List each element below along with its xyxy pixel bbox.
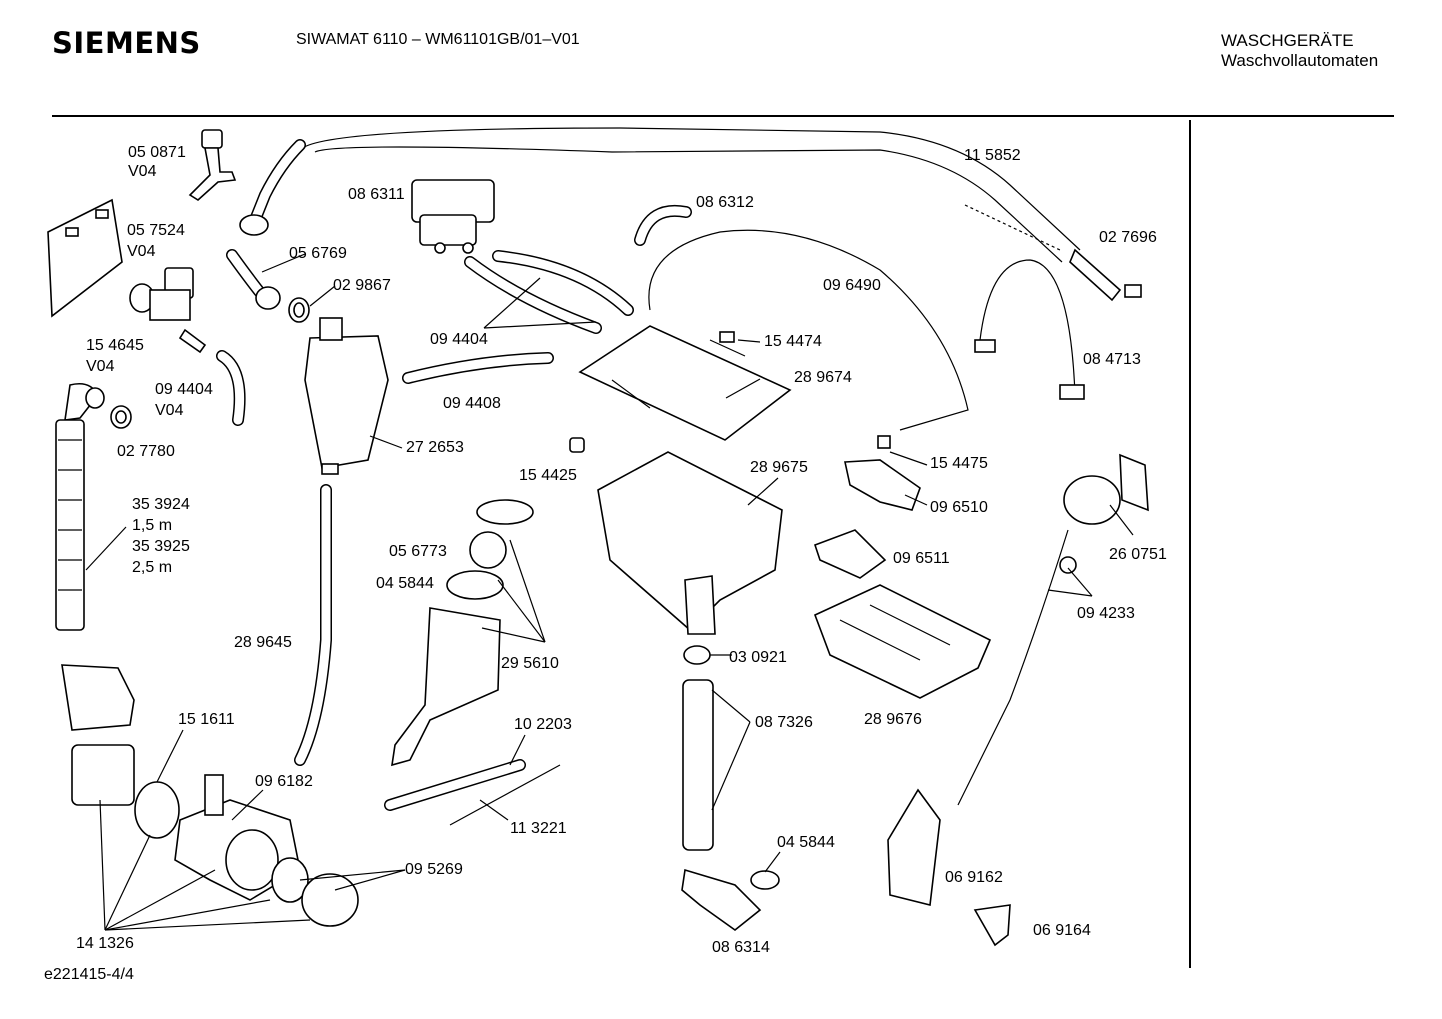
detergent-drawer-drawing — [813, 584, 992, 699]
label-154474: 15 4474 — [764, 333, 822, 350]
label-086311: 08 6311 — [348, 186, 405, 203]
label-094408: 09 4408 — [443, 395, 501, 412]
label-056773: 05 6773 — [389, 543, 447, 560]
water-valve-drawing — [411, 179, 495, 254]
label-096511: 09 6511 — [893, 550, 950, 567]
part-drawings — [47, 127, 1149, 947]
label-096510: 09 6510 — [930, 499, 988, 516]
solenoid-valve-drawing — [129, 267, 207, 354]
part-labels: 05 0871 V04 05 7524 V04 15 4645 V04 05 6… — [76, 144, 1167, 956]
inlet-hose-drawing — [239, 127, 1081, 263]
sensor-113221-drawing — [449, 764, 561, 826]
label-030921: 03 0921 — [729, 649, 787, 666]
label-027780: 02 7780 — [117, 443, 175, 460]
label-094233: 09 4233 — [1077, 605, 1135, 622]
tube-087326-drawing — [682, 679, 714, 851]
fitting-154425-drawing — [569, 437, 585, 453]
label-272653: 27 2653 — [406, 439, 464, 456]
label-084713: 08 4713 — [1083, 351, 1141, 368]
label-289645: 28 9645 — [234, 634, 292, 651]
label-069164: 06 9164 — [1033, 922, 1091, 939]
cover-plate-drawing — [47, 198, 123, 318]
drawer-housing-drawing — [597, 451, 783, 635]
seal-295610-drawing — [476, 499, 534, 525]
label-095269: 09 5269 — [405, 861, 463, 878]
label-289675: 28 9675 — [750, 459, 808, 476]
label-353924-length: 1,5 m — [132, 517, 172, 534]
bellows-086314-drawing — [681, 868, 762, 932]
label-353925: 35 3925 — [132, 538, 190, 555]
subcategory-title: Waschvollautomaten — [1221, 51, 1379, 70]
label-045844-top: 04 5844 — [376, 575, 434, 592]
label-154425: 15 4425 — [519, 467, 577, 484]
label-353925-length: 2,5 m — [132, 559, 172, 576]
ring-030921-drawing — [683, 645, 711, 665]
label-115852: 11 5852 — [964, 147, 1021, 164]
label-094404-left: 09 4404 — [155, 381, 213, 398]
label-154645: 15 4645 — [86, 337, 144, 354]
bracket-084713-drawing — [979, 259, 1076, 396]
label-086314: 08 6314 — [712, 939, 770, 956]
label-260751: 26 0751 — [1109, 546, 1167, 563]
label-141326: 14 1326 — [76, 935, 134, 952]
right-margin-divider — [1189, 120, 1191, 968]
label-151611: 15 1611 — [178, 711, 235, 728]
label-154475: 15 4475 — [930, 455, 988, 472]
label-087326: 08 7326 — [755, 714, 813, 731]
label-102203: 10 2203 — [514, 716, 572, 733]
label-094404-center: 09 4404 — [430, 331, 488, 348]
part-096511-drawing — [813, 529, 887, 579]
connector-154475-drawing — [877, 435, 891, 449]
part-069164-drawing — [973, 904, 1011, 947]
label-096490: 09 6490 — [823, 277, 881, 294]
label-045844-bottom: 04 5844 — [777, 834, 835, 851]
header-divider — [52, 115, 1394, 117]
label-096182: 09 6182 — [255, 773, 313, 790]
label-353924: 35 3924 — [132, 496, 190, 513]
leader-lines — [85, 253, 1134, 931]
label-289674: 28 9674 — [794, 369, 852, 386]
label-113221: 11 3221 — [510, 820, 567, 837]
label-086312: 08 6312 — [696, 194, 754, 211]
label-057524-version: V04 — [127, 243, 156, 260]
label-289676: 28 9676 — [864, 711, 922, 728]
part-069162-drawing — [887, 788, 941, 906]
label-050871: 05 0871 — [128, 144, 186, 161]
tray-cover-drawing — [578, 325, 792, 441]
label-029867: 02 9867 — [333, 277, 391, 294]
label-154645-version: V04 — [86, 358, 115, 375]
label-057524: 05 7524 — [127, 222, 185, 239]
y-connector-drawing — [188, 129, 237, 201]
drain-hose-drawing — [55, 382, 105, 631]
sheet-id: e221415-4/4 — [44, 966, 134, 983]
label-069162: 06 9162 — [945, 869, 1003, 886]
connector-027696-drawing — [1069, 248, 1122, 302]
label-094404-left-version: V04 — [155, 402, 184, 419]
label-050871-version: V04 — [128, 163, 157, 180]
pressure-switch-drawing — [1063, 475, 1121, 525]
model-title: SIWAMAT 6110 – WM61101GB/01–V01 — [296, 31, 580, 48]
category-title: WASCHGERÄTE — [1221, 31, 1354, 50]
label-027696: 02 7696 — [1099, 229, 1157, 246]
brand-logo: SIEMENS — [52, 26, 201, 60]
container-drawing — [304, 317, 389, 475]
label-056769: 05 6769 — [289, 245, 347, 262]
clip-094233-drawing — [1059, 556, 1077, 574]
part-096510-drawing — [844, 459, 921, 511]
label-295610: 29 5610 — [501, 655, 559, 672]
